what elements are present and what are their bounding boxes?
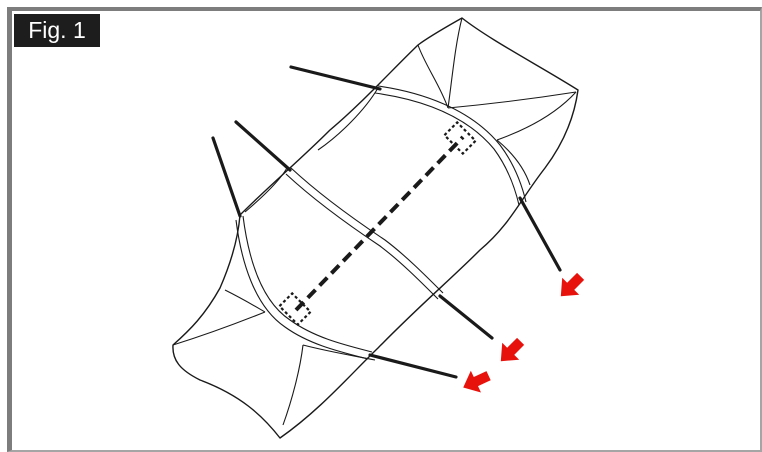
listing-wire	[289, 65, 382, 91]
crease-line	[244, 167, 288, 213]
crease-line	[447, 91, 577, 109]
listing-wire	[211, 136, 242, 218]
listing-wire	[438, 294, 494, 340]
listing-wire	[518, 196, 562, 272]
crease-line	[224, 289, 266, 313]
hidden-wire	[294, 135, 465, 312]
arrow-icon	[500, 337, 525, 362]
upper-seam	[377, 85, 527, 203]
cushion-outline	[172, 17, 579, 439]
crease-line	[447, 17, 463, 109]
lower-seam	[242, 215, 373, 353]
arrow-icon	[560, 272, 585, 297]
lower-seam	[235, 219, 369, 360]
crease-line	[317, 87, 379, 151]
crease-line	[302, 344, 376, 361]
listing-wire	[368, 353, 458, 379]
crease-line	[172, 311, 266, 346]
middle-seam	[290, 167, 444, 294]
middle-seam	[285, 173, 439, 300]
figure-label: Fig. 1	[14, 14, 100, 47]
crease-line	[282, 344, 304, 426]
listing-wire	[234, 120, 292, 172]
figure-frame	[7, 7, 762, 452]
crease-line	[496, 139, 531, 186]
crease-line	[496, 91, 577, 141]
upper-seam	[374, 92, 520, 206]
arrow-icon	[463, 370, 491, 393]
crease-line	[417, 44, 449, 109]
